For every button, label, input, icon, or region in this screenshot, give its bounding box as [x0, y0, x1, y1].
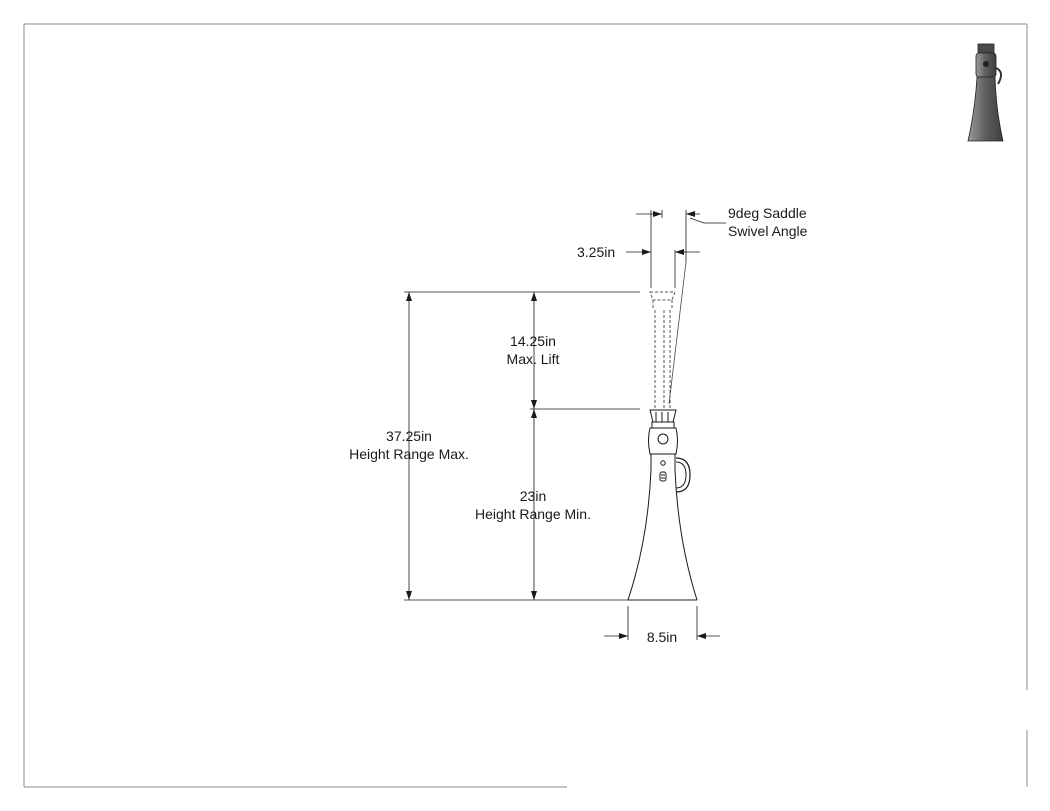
height-min-label: Height Range Min.	[475, 506, 591, 522]
stand-3d-preview-icon	[967, 43, 1004, 142]
raised-saddle-phantom	[649, 291, 676, 408]
saddle-width-label: 3.25in	[577, 244, 615, 260]
swivel-angle-label-line1: 9deg Saddle	[728, 205, 807, 221]
max-lift-value: 14.25in	[510, 333, 556, 349]
swivel-angle-label-line2: Swivel Angle	[728, 223, 808, 239]
height-max-label: Height Range Max.	[349, 446, 469, 462]
dimension-arrowheads	[406, 211, 706, 639]
base-width-label: 8.5in	[647, 629, 677, 645]
dimension-lines	[404, 210, 726, 640]
height-max-value: 37.25in	[386, 428, 432, 444]
dimension-labels: 9deg Saddle Swivel Angle 3.25in 14.25in …	[349, 205, 808, 645]
max-lift-label: Max. Lift	[507, 351, 560, 367]
height-min-value: 23in	[520, 488, 546, 504]
stand-outline	[627, 261, 698, 601]
sheet-frame	[23, 23, 1028, 788]
